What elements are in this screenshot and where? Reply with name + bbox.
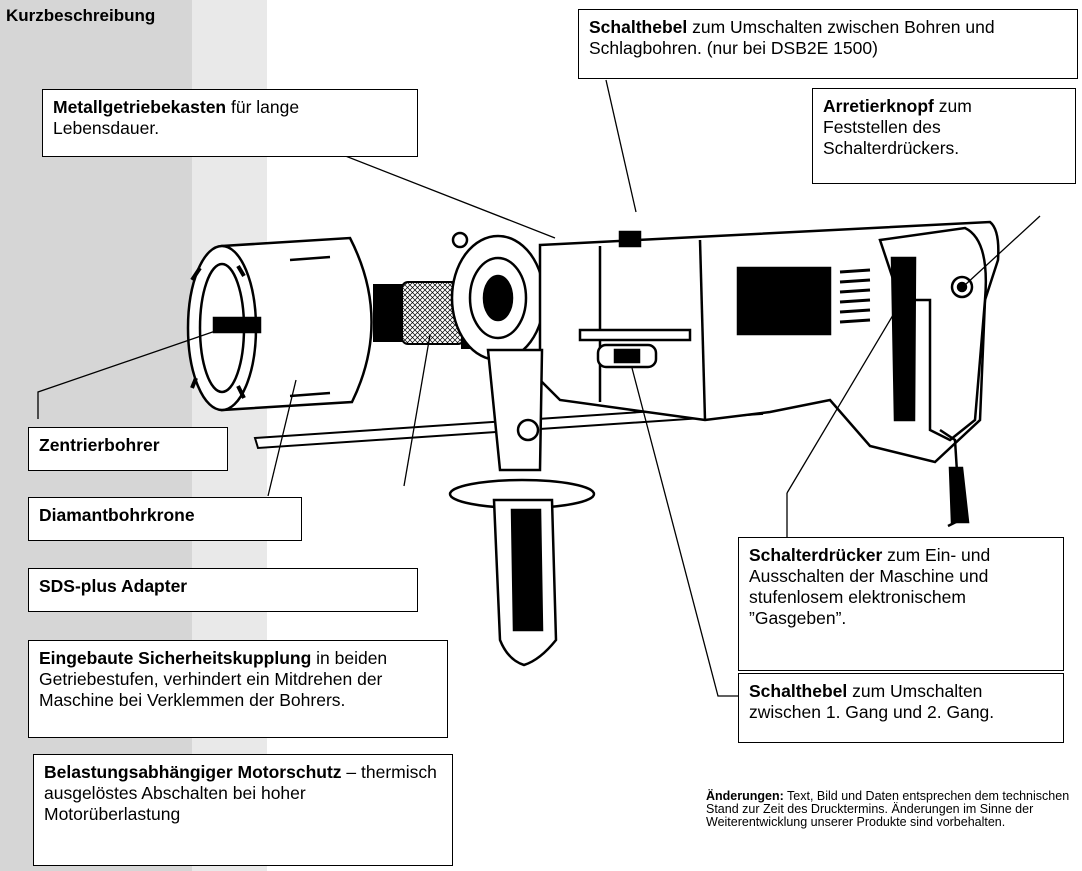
note-text: Text, Bild und Daten entsprechen dem tec… — [706, 789, 1070, 829]
front-collar — [450, 231, 546, 362]
callout-schalterdruecker: Schalterdrücker zum Ein- und Ausschalten… — [738, 537, 1064, 671]
callout-text: zum Umschalten zwischen 1. Gang und 2. G… — [749, 681, 995, 722]
callout-text: zum Ein- und Ausschalten der Maschine un… — [749, 545, 991, 628]
callout-label: Zentrierbohrer — [39, 435, 160, 455]
callout-label: Schalthebel — [589, 17, 688, 37]
callout-label: Metallgetriebekasten — [53, 97, 227, 117]
callout-motorschutz: Belastungsabhängiger Motorschutz – therm… — [33, 754, 453, 866]
callout-schalthebel-schlagbohren: Schalthebel zum Umschalten zwischen Bohr… — [578, 9, 1078, 79]
callout-schalthebel-gang: Schalthebel zum Umschalten zwischen 1. G… — [738, 673, 1064, 743]
page-title: Kurzbeschreibung — [6, 6, 156, 25]
callout-label: Eingebaute Sicherheitskupplung — [39, 648, 312, 668]
callout-label: Belastungsabhängiger Motorschutz — [44, 762, 342, 782]
callout-arretierknopf: Arretierknopf zum Feststellen des Schalt… — [812, 88, 1076, 184]
auxiliary-handle — [448, 348, 596, 667]
callout-sds-plus-adapter: SDS-plus Adapter — [28, 568, 418, 612]
note-label: Änderungen: — [706, 789, 784, 803]
callout-text: für lange Lebensdauer. — [53, 97, 300, 138]
callout-sicherheitskupplung: Eingebaute Sicherheitskupplung in beiden… — [28, 640, 448, 738]
aenderungen-note: Änderungen: Text, Bild und Daten entspre… — [706, 790, 1082, 829]
drill-body — [538, 220, 1000, 464]
callout-label: SDS-plus Adapter — [39, 576, 188, 596]
diamond-core-bit — [186, 236, 373, 412]
callout-text: zum Feststellen des Schalterdrückers. — [823, 96, 972, 158]
callout-label: Schalthebel — [749, 681, 848, 701]
callout-text: zum Umschalten zwischen Bohren und Schla… — [589, 17, 995, 58]
callout-label: Arretierknopf — [823, 96, 934, 116]
leader-lines — [37, 79, 1041, 697]
rear-handle — [878, 226, 988, 528]
callout-diamantbohrkrone: Diamantbohrkrone — [28, 497, 302, 541]
callout-metallgetriebekasten: Metallgetriebekasten für lange Lebensdau… — [42, 89, 418, 157]
callout-text: – thermisch ausgelöstes Abschalten bei h… — [44, 762, 437, 824]
callout-text: in beiden Getriebestufen, verhindert ein… — [39, 648, 388, 710]
callout-zentrierbohrer: Zentrierbohrer — [28, 427, 228, 471]
callout-label: Schalterdrücker — [749, 545, 883, 565]
callout-label: Diamantbohrkrone — [39, 505, 195, 525]
